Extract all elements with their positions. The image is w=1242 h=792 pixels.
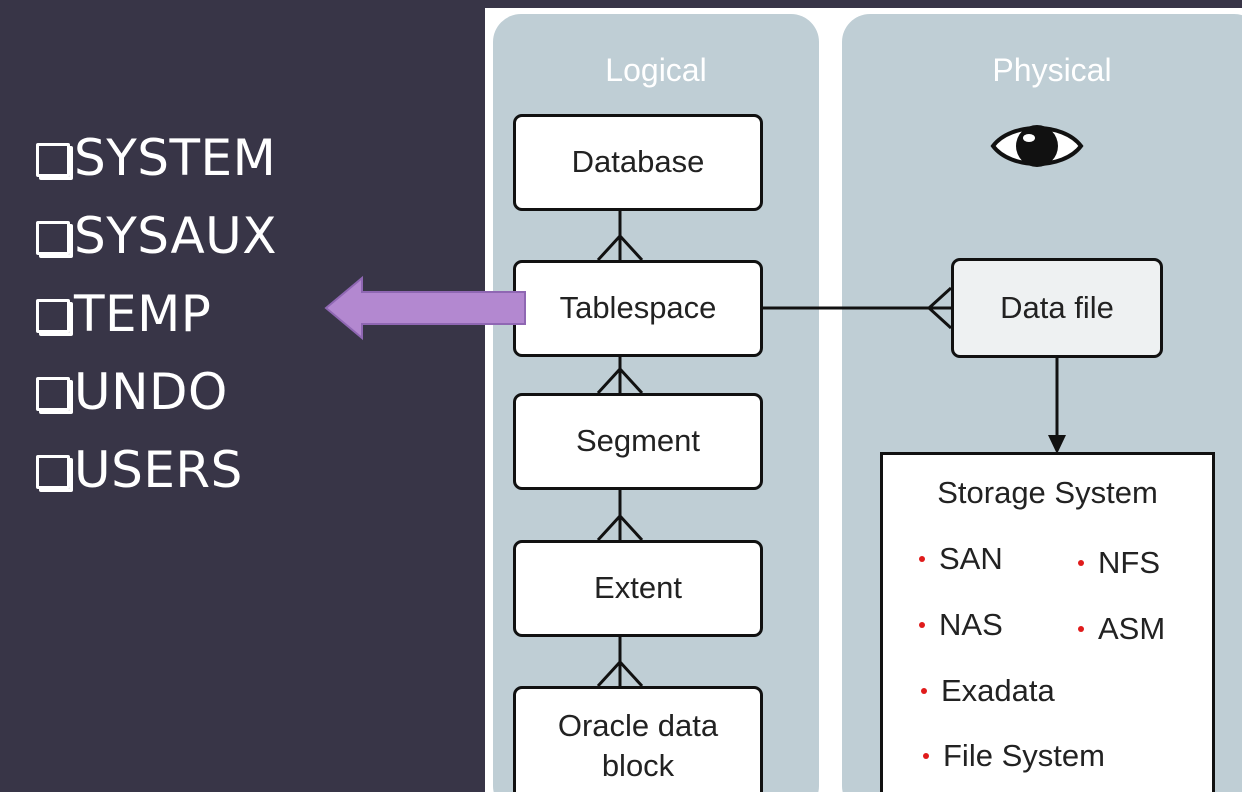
- crowfoot-datafile: [926, 286, 953, 330]
- tablespace-label: TEMP: [74, 285, 212, 343]
- storage-item-nfs: NFS: [1078, 543, 1160, 583]
- storage-item-exadata: Exadata: [921, 671, 1055, 711]
- tablespace-item-temp: TEMP: [36, 284, 277, 344]
- crowfoot-segment: [596, 366, 644, 395]
- storage-item-label: NAS: [939, 607, 1003, 642]
- checkbox-icon: [36, 377, 70, 411]
- bullet-icon: [921, 688, 927, 695]
- tablespace-item-undo: UNDO: [36, 362, 277, 422]
- crowfoot-block: [596, 659, 644, 688]
- box-label: Data file: [1000, 289, 1114, 325]
- storage-item-nas: NAS: [919, 605, 1003, 645]
- physical-title: Physical: [992, 52, 1112, 88]
- storage-title: Storage System: [937, 475, 1158, 510]
- tablespace-item-sysaux: SYSAUX: [36, 206, 277, 266]
- box-label: Extent: [594, 570, 682, 606]
- storage-item-label: Exadata: [941, 673, 1055, 708]
- storage-item-label: ASM: [1098, 611, 1166, 646]
- box-data-file: Data file: [951, 258, 1163, 358]
- arrowhead-storage: [1048, 435, 1066, 454]
- bullet-icon: [919, 556, 925, 563]
- storage-item-label: NFS: [1098, 545, 1160, 580]
- tablespace-label: SYSTEM: [74, 129, 277, 187]
- box-oracle-data-block: Oracle data block: [513, 686, 763, 792]
- bullet-icon: [919, 622, 925, 629]
- arrow-left-icon: [324, 275, 526, 341]
- checkbox-icon: [36, 221, 70, 255]
- box-database: Database: [513, 114, 763, 211]
- tablespace-label: UNDO: [74, 363, 228, 421]
- box-label: Segment: [575, 423, 701, 459]
- tablespace-label: USERS: [74, 441, 243, 499]
- tablespace-list: SYSTEM SYSAUX TEMP UNDO USERS: [36, 128, 277, 518]
- box-label: Database: [571, 144, 705, 180]
- connector-lines: [596, 209, 1066, 688]
- storage-item-label: SAN: [939, 541, 1003, 576]
- checkbox-icon: [36, 143, 70, 177]
- tablespace-item-users: USERS: [36, 440, 277, 500]
- bullet-icon: [1078, 626, 1084, 633]
- storage-item-asm: ASM: [1078, 609, 1165, 649]
- box-label: Oracle data block: [557, 707, 719, 783]
- bullet-icon: [923, 753, 929, 760]
- box-storage-system: Storage System SAN NFS NAS ASM Exadata: [880, 452, 1215, 792]
- box-label: Tablespace: [559, 290, 717, 326]
- box-segment: Segment: [513, 393, 763, 490]
- crowfoot-extent: [596, 513, 644, 542]
- bullet-icon: [1078, 560, 1084, 567]
- crowfoot-tablespace: [596, 233, 644, 262]
- box-tablespace: Tablespace: [513, 260, 763, 357]
- storage-item-san: SAN: [919, 539, 1003, 579]
- storage-item-label: File System: [943, 738, 1105, 773]
- checkbox-icon: [36, 299, 70, 333]
- tablespace-item-system: SYSTEM: [36, 128, 277, 188]
- tablespace-label: SYSAUX: [74, 207, 277, 265]
- checkbox-icon: [36, 455, 70, 489]
- logical-title: Logical: [605, 52, 707, 88]
- eye-icon: [990, 125, 1084, 167]
- box-extent: Extent: [513, 540, 763, 637]
- storage-item-file-system: File System: [923, 736, 1105, 776]
- storage-diagram: Logical Physical: [485, 8, 1242, 792]
